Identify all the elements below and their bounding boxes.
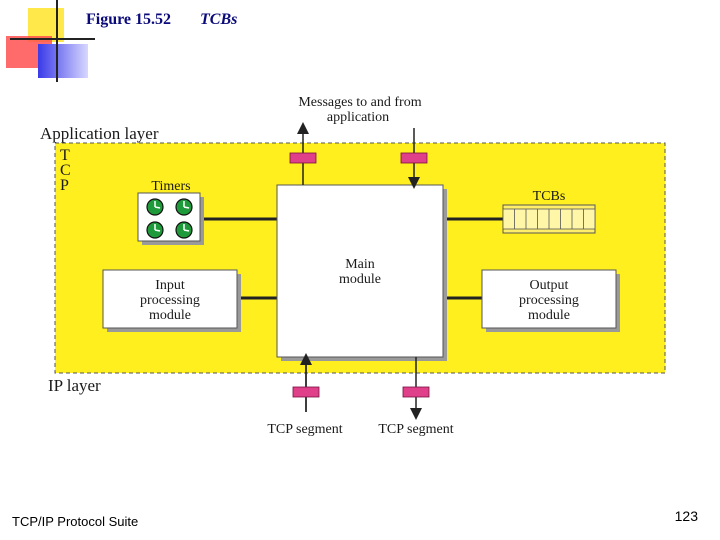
tcp-letter-c: C	[60, 162, 71, 179]
main-module-label-line2: module	[339, 272, 381, 287]
decor-line-vertical	[56, 0, 58, 82]
decor-square-blue	[38, 44, 88, 78]
timer-clock-icon	[146, 198, 164, 216]
port-bottom-right	[402, 386, 430, 398]
application-layer-label: Application layer	[40, 124, 159, 143]
input-processing-module	[102, 269, 238, 329]
timers-label: Timers	[151, 179, 190, 194]
input-module-label-line3: module	[149, 308, 191, 323]
tcb-array	[502, 204, 596, 234]
output-module-label-line3: module	[528, 308, 570, 323]
tcp-segment-label-left: TCP segment	[267, 422, 342, 437]
tcp-letter-p: P	[60, 177, 69, 194]
port-bottom-left	[292, 386, 320, 398]
figure-number: Figure 15.52	[86, 11, 172, 28]
main-module-label-line1: Main	[345, 257, 375, 272]
input-module-label-line1: Input	[155, 278, 185, 293]
output-module-label-line1: Output	[530, 278, 569, 293]
messages-label-line2: application	[327, 110, 389, 125]
timer-clock-icon	[146, 221, 164, 239]
timer-clock-icon	[175, 221, 193, 239]
port-top-left	[289, 152, 317, 164]
port-top-right	[400, 152, 428, 164]
decor-line-horizontal	[10, 38, 95, 40]
messages-label-line1: Messages to and from	[298, 95, 421, 110]
ip-layer-label: IP layer	[48, 376, 101, 395]
tcbs-label: TCBs	[533, 189, 566, 204]
output-module-label-line2: processing	[519, 293, 579, 308]
output-processing-module	[481, 269, 617, 329]
main-module	[276, 184, 444, 358]
page-number: 123	[674, 508, 698, 524]
timer-clock-icon	[175, 198, 193, 216]
figure-title: TCBs	[200, 11, 238, 28]
tcp-segment-label-right: TCP segment	[378, 422, 453, 437]
tcp-letter-t: T	[60, 147, 70, 164]
footer-suite-name: TCP/IP Protocol Suite	[12, 514, 139, 529]
input-module-label-line2: processing	[140, 293, 200, 308]
